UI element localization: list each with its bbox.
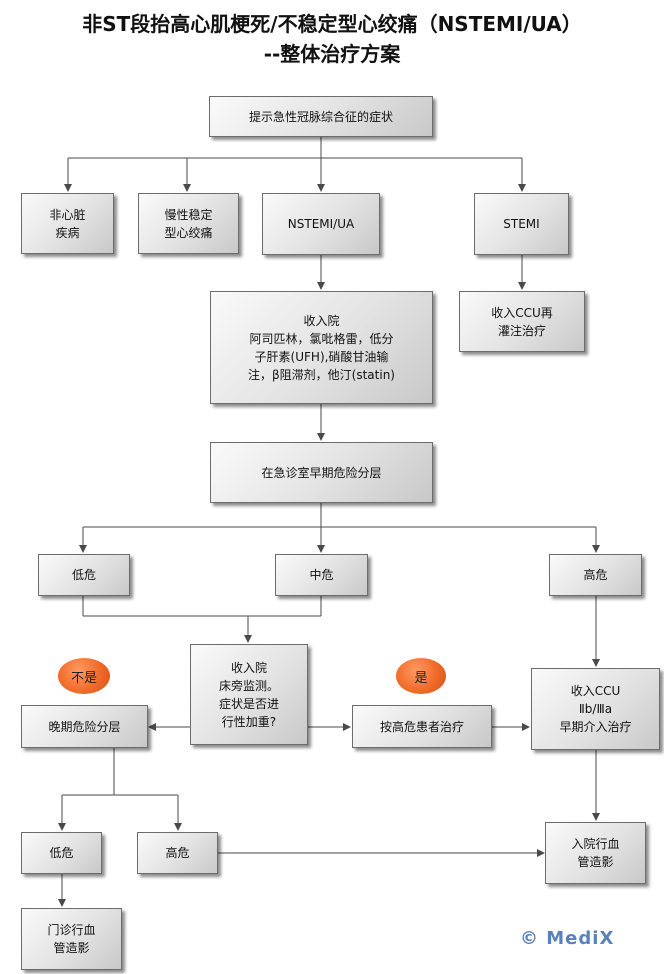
node-low-risk-label: 低危 bbox=[71, 568, 96, 582]
node-acs-symptoms: 提示急性冠脉综合征的症状 bbox=[209, 96, 433, 137]
node-stemi: STEMI bbox=[474, 193, 569, 255]
node-ccu-early-label: 收入CCU Ⅱb/Ⅲa 早期介入治疗 bbox=[559, 684, 632, 734]
node-admit-meds-label: 收入院 阿司匹林，氯吡格雷，低分 子肝素(UFH),硝酸甘油输 注，β阻滞剂，他… bbox=[248, 313, 395, 382]
node-chronic-stable-label: 慢性稳定 型心绞痛 bbox=[164, 207, 213, 240]
node-nstemi-ua-label: NSTEMI/UA bbox=[287, 217, 355, 231]
node-nstemi-ua: NSTEMI/UA bbox=[262, 193, 380, 255]
node-ccu-early: 收入CCU Ⅱb/Ⅲa 早期介入治疗 bbox=[531, 668, 660, 750]
node-mid-risk: 中危 bbox=[275, 554, 368, 596]
node-er-risk: 在急诊室早期危险分层 bbox=[210, 442, 433, 503]
node-late-high-label: 高危 bbox=[165, 846, 190, 860]
node-admit-monitor-label: 收入院 床旁监测。 症状是否进 行性加重? bbox=[218, 660, 279, 729]
node-late-high: 高危 bbox=[137, 832, 218, 874]
label-no: 不是 bbox=[58, 658, 110, 694]
diagram-title-line2: --整体治疗方案 bbox=[263, 42, 401, 66]
medix-logo: © MediX bbox=[520, 928, 615, 949]
node-late-risk: 晚期危险分层 bbox=[21, 705, 148, 748]
node-stemi-label: STEMI bbox=[503, 217, 540, 231]
node-late-low: 低危 bbox=[21, 832, 102, 874]
node-mid-risk-label: 中危 bbox=[309, 568, 334, 582]
node-ccu-reperfusion: 收入CCU再 灌注治疗 bbox=[459, 291, 585, 352]
label-yes: 是 bbox=[396, 658, 446, 694]
node-acs-symptoms-label: 提示急性冠脉综合征的症状 bbox=[248, 109, 393, 124]
node-inpatient-angio-label: 入院行血 管造影 bbox=[571, 837, 620, 869]
node-admit-monitor: 收入院 床旁监测。 症状是否进 行性加重? bbox=[190, 644, 308, 745]
diagram-title-line1: 非ST段抬高心肌梗死/不稳定型心绞痛（NSTEMI/UA） bbox=[82, 12, 582, 36]
node-treat-high: 按高危患者治疗 bbox=[352, 705, 492, 748]
node-low-risk: 低危 bbox=[38, 554, 130, 596]
node-admit-meds: 收入院 阿司匹林，氯吡格雷，低分 子肝素(UFH),硝酸甘油输 注，β阻滞剂，他… bbox=[210, 291, 433, 404]
node-outpatient-angio: 门诊行血 管造影 bbox=[21, 908, 122, 970]
node-treat-high-label: 按高危患者治疗 bbox=[379, 719, 464, 734]
node-chronic-stable: 慢性稳定 型心绞痛 bbox=[138, 193, 239, 254]
node-ccu-reperfusion-label: 收入CCU再 灌注治疗 bbox=[491, 305, 553, 338]
node-non-cardiac: 非心脏 疾病 bbox=[21, 193, 114, 254]
node-late-low-label: 低危 bbox=[49, 846, 74, 860]
node-high-risk-label: 高危 bbox=[583, 568, 608, 582]
node-outpatient-angio-label: 门诊行血 管造影 bbox=[47, 923, 96, 955]
node-late-risk-label: 晚期危险分层 bbox=[48, 719, 121, 734]
node-er-risk-label: 在急诊室早期危险分层 bbox=[261, 465, 382, 480]
node-high-risk: 高危 bbox=[549, 554, 642, 596]
node-non-cardiac-label: 非心脏 疾病 bbox=[49, 207, 86, 240]
node-inpatient-angio: 入院行血 管造影 bbox=[545, 822, 646, 884]
